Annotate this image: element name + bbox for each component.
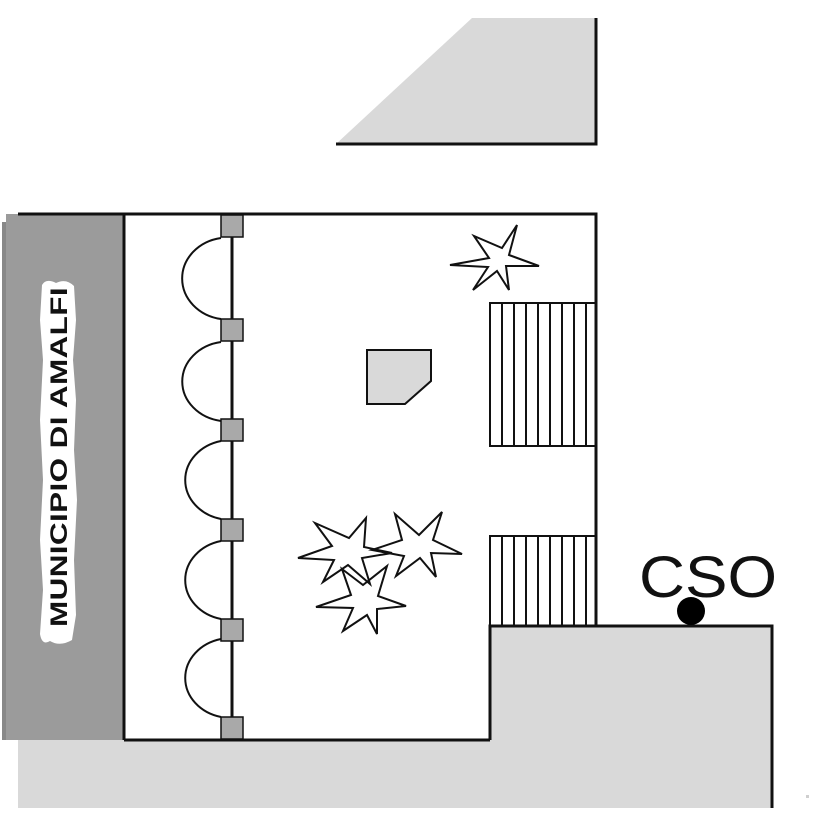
pillar-1: [220, 214, 244, 238]
building-top-block-edge: [336, 18, 598, 146]
pillar-2: [220, 318, 244, 342]
arcade-arches: [181, 237, 222, 718]
arch-1: [181, 237, 222, 320]
pentagon-fountain-icon: [366, 349, 432, 405]
pillar-6: [220, 716, 244, 740]
street-block-bottom-edge: [488, 624, 774, 808]
pillar-4: [220, 518, 244, 542]
edge-speck: [806, 795, 809, 798]
star-tree-icon: [368, 511, 463, 579]
staircase-lower: [489, 535, 596, 626]
arch-4: [184, 540, 222, 620]
trees: [297, 224, 540, 635]
municipio-label: MUNICIPIO DI AMALFI: [46, 287, 73, 627]
pillar-3: [220, 418, 244, 442]
cso-label: CSO: [639, 545, 777, 610]
building-top-block: [336, 18, 596, 144]
star-tree-icon: [449, 224, 540, 291]
staircase-upper: [489, 302, 597, 447]
arcade-pillars: [220, 214, 244, 740]
street-block-bottom: [18, 626, 772, 808]
piazza-outline: [18, 212, 598, 626]
star-tree-icon: [315, 563, 407, 635]
pillar-5: [220, 618, 244, 642]
arch-5: [184, 638, 222, 718]
staircase-upper-frame: [489, 302, 597, 447]
staircase-lower-frame: [489, 535, 596, 626]
municipio-label-plate: [40, 280, 77, 644]
arch-3: [184, 440, 222, 520]
dot-marker-icon[interactable]: [677, 597, 705, 625]
arch-2: [181, 341, 222, 422]
